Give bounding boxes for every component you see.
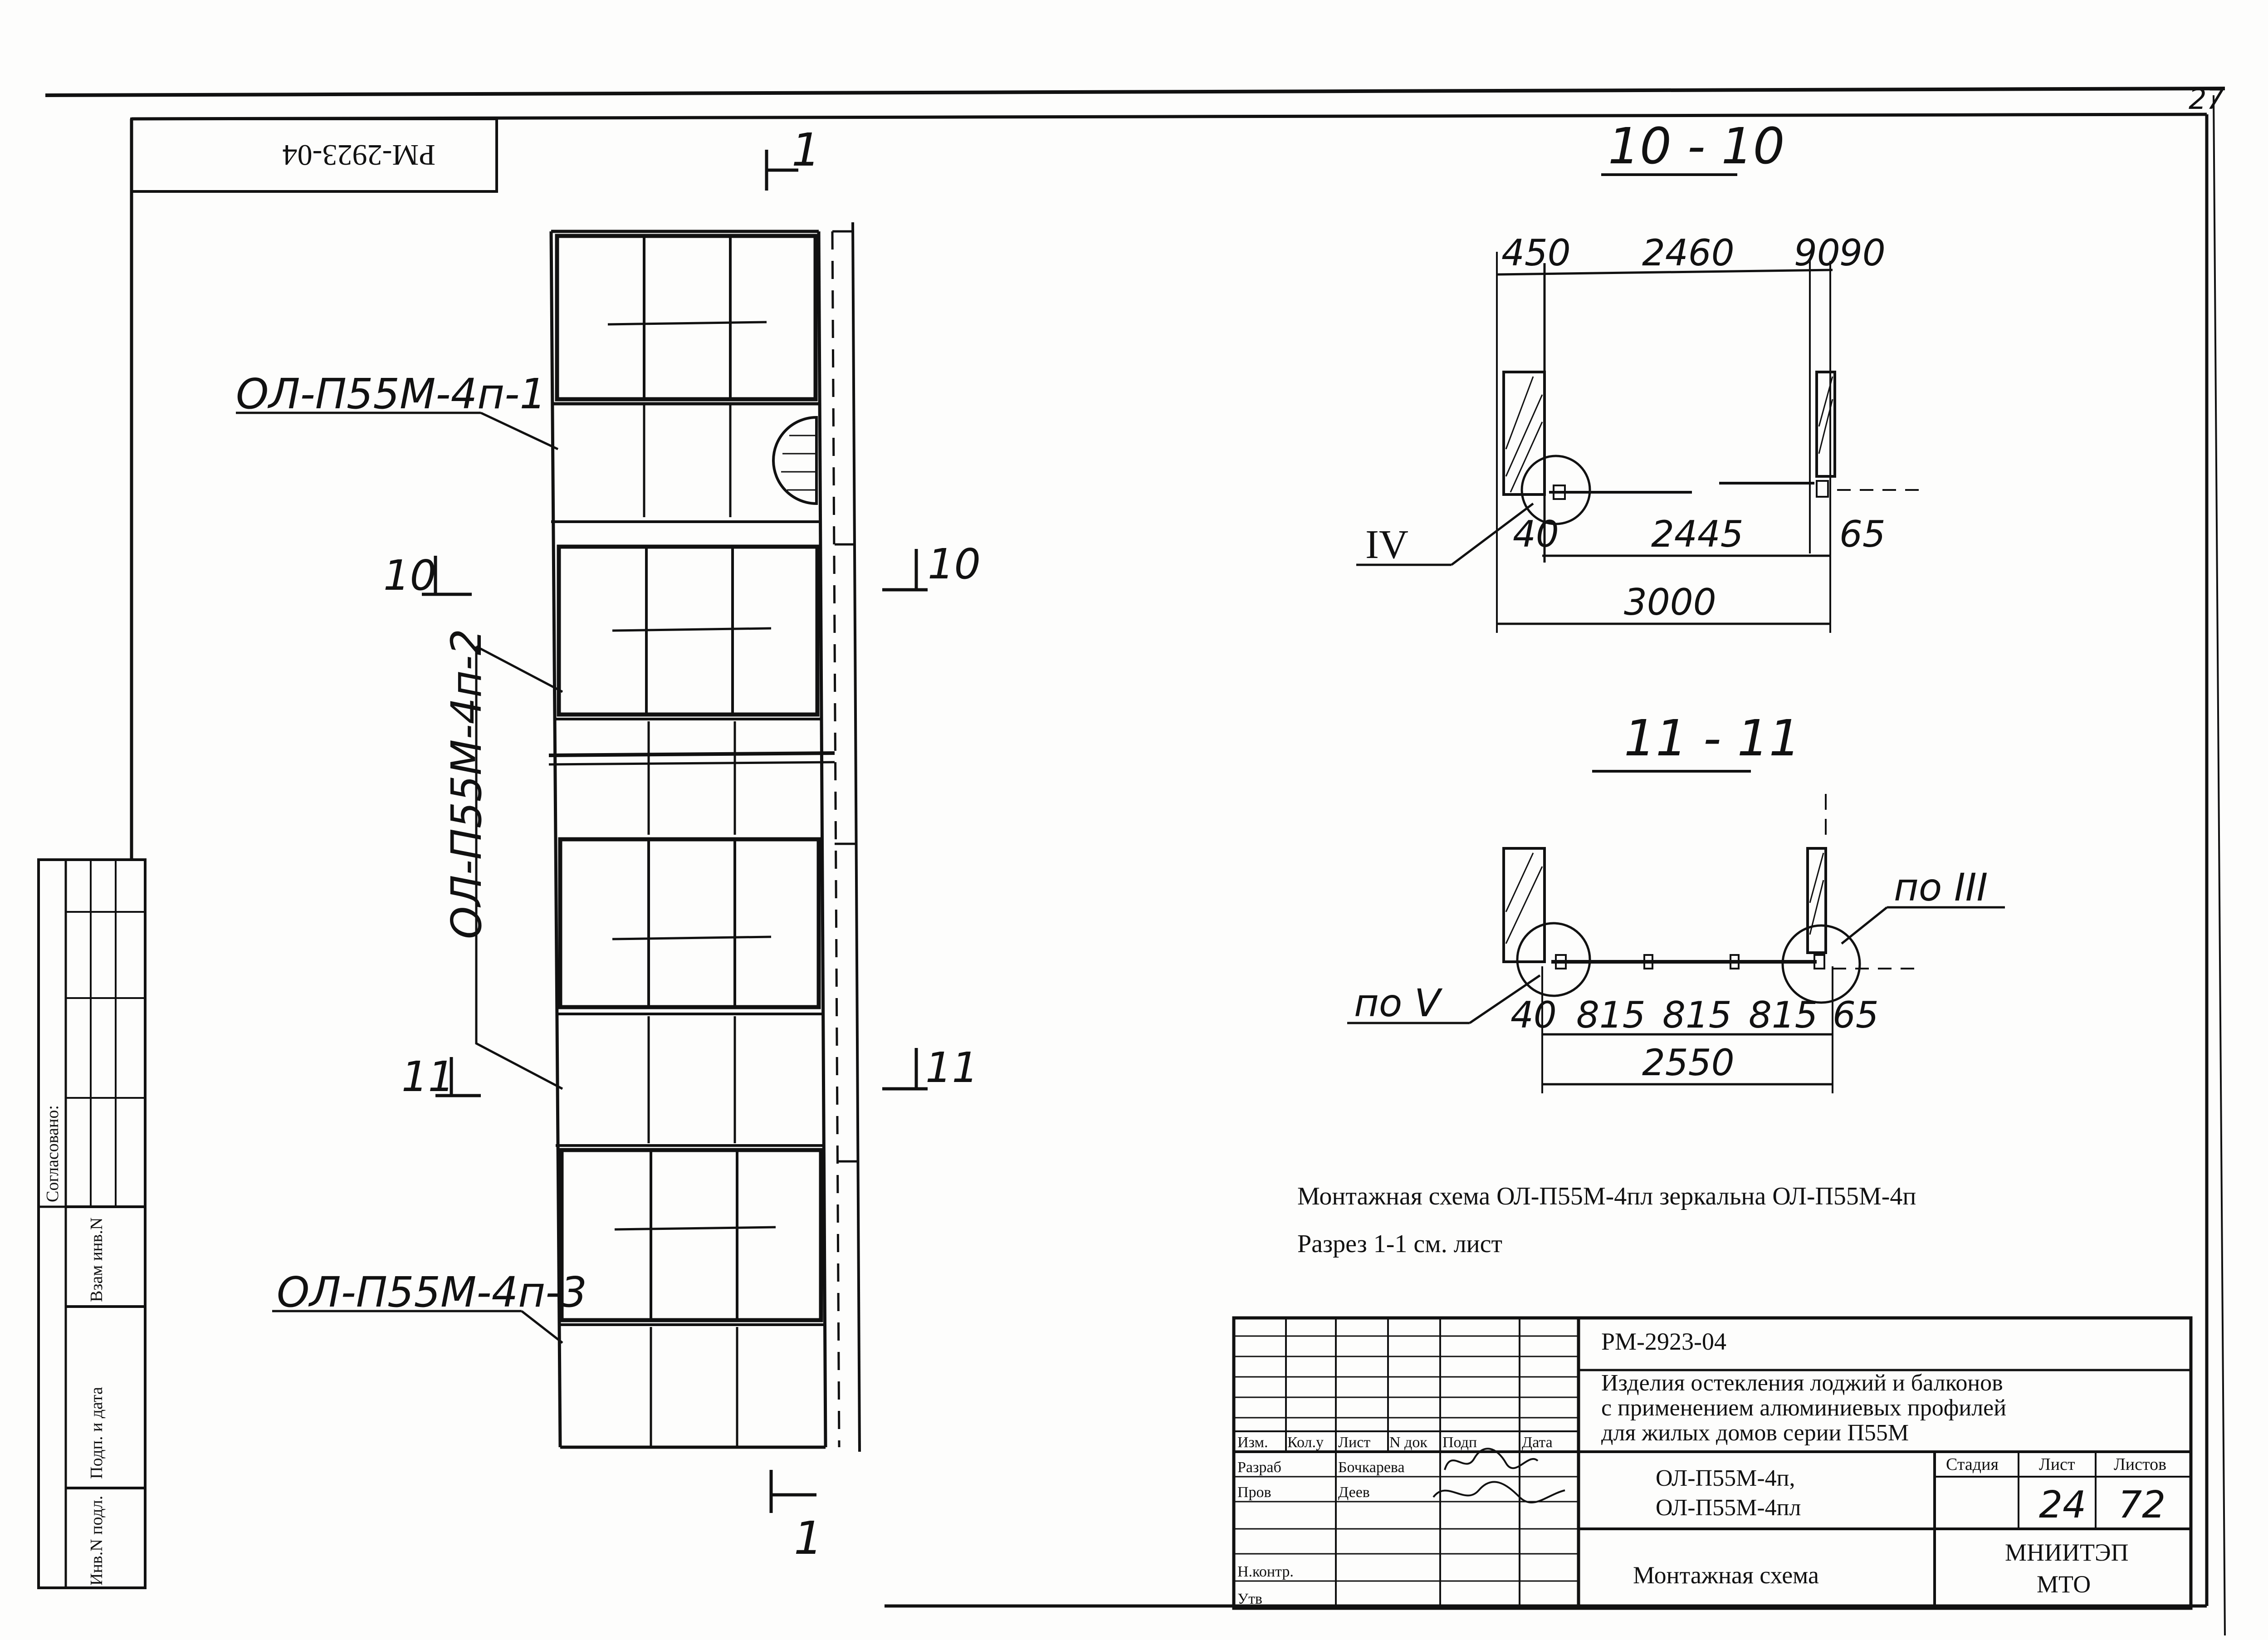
signature-1 (1444, 1448, 1539, 1470)
role-nkontr: Н.контр. (1237, 1563, 1294, 1580)
section-cut-label-top: 1 (792, 123, 821, 176)
section-10-title: 10 - 10 (1608, 117, 1785, 175)
sheet-corner-number: 27 (2189, 83, 2224, 116)
dim-2550: 2550 (1642, 1042, 1735, 1084)
section-marker-10-right: 10 (882, 540, 981, 592)
name-deev: Деев (1338, 1484, 1370, 1501)
svg-text:10: 10 (928, 540, 981, 588)
panel-label-1: ОЛ-П55М-4п-1 (236, 370, 559, 450)
role-razrab: Разраб (1237, 1459, 1281, 1476)
col-data: Дата (1522, 1434, 1553, 1451)
section-11-title: 11 - 11 (1624, 709, 1801, 767)
tb-title-2: с применением алюминиевых профилей (1601, 1395, 2006, 1421)
stamp-sign-date: Подп. и дата (87, 1387, 106, 1479)
panel-label-2-text: ОЛ-П55М-4п-2 (442, 629, 491, 939)
col-podp: Подп (1442, 1434, 1477, 1451)
tb-doc-name: Монтажная схема (1633, 1562, 1819, 1589)
dim-65: 65 (1839, 513, 1886, 555)
stamp-replace-inv: Взам инв.N (87, 1218, 106, 1302)
code-box: РМ-2923-04 (130, 117, 498, 193)
dim-11-815-c: 815 (1749, 994, 1818, 1036)
col-kolu: Кол.у (1287, 1434, 1324, 1451)
stamp-agreed: Согласовано: (43, 1105, 62, 1202)
svg-text:11: 11 (925, 1043, 978, 1092)
svg-text:10: 10 (383, 551, 436, 600)
dim-11-815-b: 815 (1662, 994, 1732, 1036)
dim-40: 40 (1513, 513, 1559, 555)
elevation-view (548, 222, 861, 1452)
section-cut-label-bottom: 1 (794, 1512, 823, 1565)
tb-stage-label: Стадия (1946, 1455, 1999, 1474)
panel-label-2: ОЛ-П55М-4п-2 (442, 629, 563, 1090)
dim-11-815-a: 815 (1576, 994, 1646, 1036)
signature-2 (1432, 1481, 1565, 1503)
panel-label-1-text: ОЛ-П55М-4п-1 (236, 370, 546, 418)
detail-ref-iv: IV (1365, 522, 1408, 567)
name-bochkareva: Бочкарева (1338, 1459, 1405, 1476)
dim-2445: 2445 (1651, 513, 1744, 555)
dim-90-a: 90 (1794, 232, 1840, 274)
tb-org-2: МТО (2037, 1571, 2091, 1598)
detail-ref-v: по V (1354, 981, 1443, 1025)
dim-450: 450 (1501, 232, 1571, 274)
tb-sheet-label: Лист (2039, 1455, 2075, 1474)
section-cut-1-top: 1 (765, 123, 821, 191)
side-stamp: Согласовано: Взам инв.N Подп. и дата Инв… (37, 858, 147, 1589)
section-10-10: 10 - 10 450 2460 90 90 40 2445 65 3000 (1356, 117, 1919, 633)
drawing-code-rotated: РМ-2923-04 (283, 138, 435, 171)
tb-title-3: для жилых домов серии П55М (1601, 1420, 1909, 1446)
note-section: Разрез 1-1 см. лист (1297, 1230, 1502, 1258)
tb-title-1: Изделия остекления лоджий и балконов (1601, 1370, 2003, 1396)
role-prov: Пров (1237, 1484, 1271, 1501)
section-marker-10-left: 10 (383, 551, 472, 600)
section-marker-11-right: 11 (882, 1043, 978, 1092)
tb-sheet-number: 24 (2039, 1483, 2086, 1527)
tb-product-1: ОЛ-П55М-4п, (1656, 1465, 1795, 1491)
tb-code: РМ-2923-04 (1601, 1328, 1726, 1355)
dim-11-40: 40 (1510, 994, 1557, 1036)
tb-sheets-label: Листов (2114, 1455, 2166, 1474)
col-list: Лист (1338, 1434, 1370, 1451)
section-cut-1-bottom: 1 (769, 1470, 823, 1565)
role-utv: Утв (1237, 1591, 1262, 1607)
detail-ref-iii: по III (1894, 865, 1988, 910)
panel-label-3-text: ОЛ-П55М-4п-3 (277, 1268, 587, 1317)
dim-3000: 3000 (1624, 581, 1716, 623)
section-11-11: 11 - 11 40 815 815 815 65 2550 по V (1347, 709, 2005, 1093)
stamp-inv-orig: Инв.N подл. (87, 1496, 106, 1586)
dim-11-65: 65 (1833, 994, 1879, 1036)
col-izm: Изм. (1237, 1434, 1268, 1451)
title-block: Изм. Кол.у Лист N док Подп Дата Разраб Б… (1232, 1316, 2193, 1610)
note-mirror: Монтажная схема ОЛ-П55М-4пл зеркальна ОЛ… (1297, 1182, 1916, 1210)
section-marker-11-left: 11 (401, 1053, 481, 1101)
panel-label-3: ОЛ-П55М-4п-3 (272, 1268, 587, 1344)
dim-90-b: 90 (1839, 232, 1886, 274)
dim-2460: 2460 (1642, 232, 1735, 274)
tb-org-1: МНИИТЭП (2005, 1539, 2129, 1566)
svg-text:11: 11 (401, 1053, 455, 1101)
col-ndok: N док (1389, 1434, 1427, 1451)
tb-product-2: ОЛ-П55М-4пл (1656, 1495, 1801, 1521)
tb-sheets-total: 72 (2118, 1483, 2165, 1527)
